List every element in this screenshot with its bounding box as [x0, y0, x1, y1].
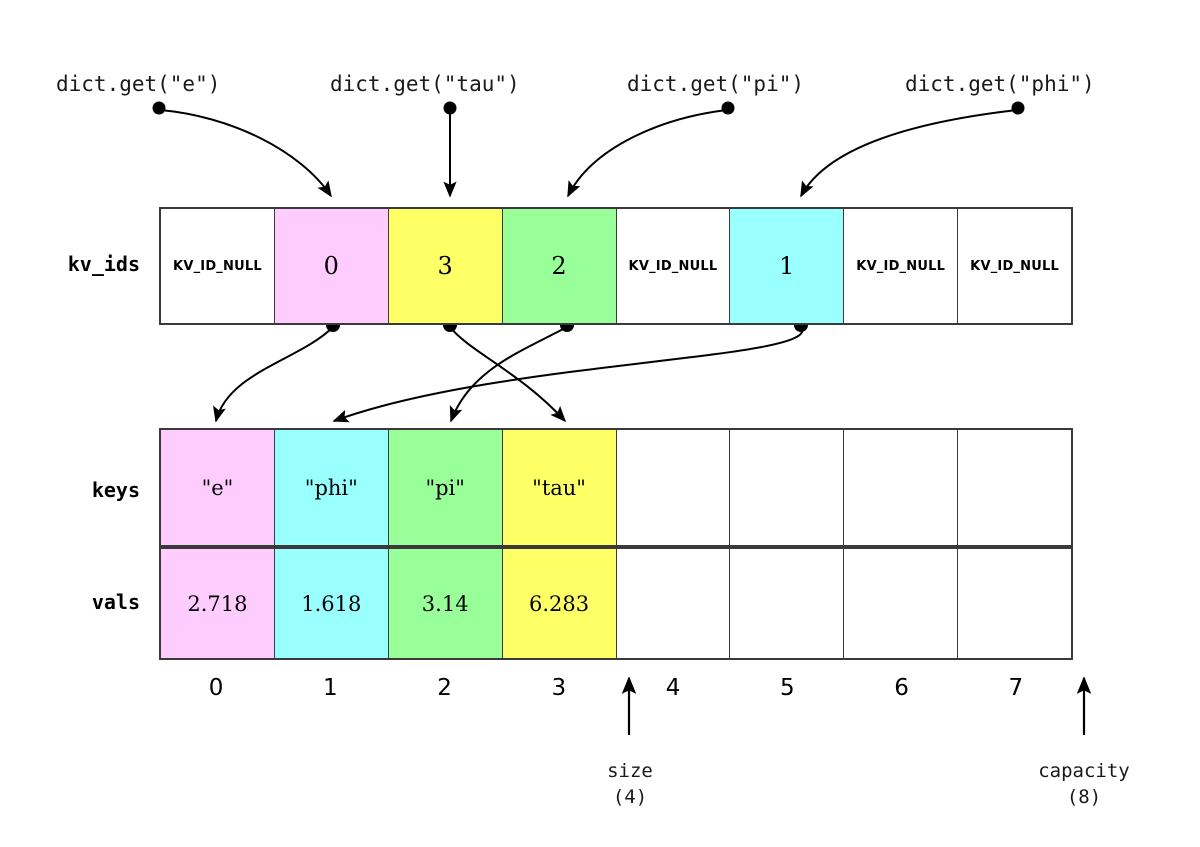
keys-cell-1: "phi" — [274, 430, 389, 545]
keys-cell-2-text: "pi" — [425, 475, 465, 500]
vals-cell-2: 3.14 — [388, 549, 503, 658]
call-label-get-tau: dict.get("tau") — [330, 72, 520, 96]
call-to-kvids-arrows — [159, 109, 1018, 198]
keys-cell-0: "e" — [161, 430, 275, 545]
dot-get-phi — [1011, 101, 1025, 115]
vals-cell-3-text: 6.283 — [529, 591, 590, 616]
vals-cell-6 — [844, 549, 959, 658]
vals-cell-5 — [730, 549, 845, 658]
vals-cell-2-text: 3.14 — [421, 591, 469, 616]
row-label-vals: vals — [91, 590, 140, 614]
dot-get-e — [152, 101, 166, 115]
dot-get-tau — [443, 101, 457, 115]
keys-cell-2: "pi" — [388, 430, 503, 545]
vals-cell-1-text: 1.618 — [301, 591, 362, 616]
keys-cell-5 — [730, 430, 845, 545]
keys-cell-1-text: "phi" — [304, 475, 358, 500]
call-label-get-phi: dict.get("phi") — [905, 72, 1095, 96]
dot-get-pi — [721, 101, 735, 115]
vals-cell-1: 1.618 — [274, 549, 389, 658]
keys-cell-3: "tau" — [502, 430, 617, 545]
arrow-kvid3-to-kv3 — [449, 326, 567, 423]
index-label-2: 2 — [437, 675, 452, 701]
kv_ids-cell-2-text: 3 — [437, 252, 453, 280]
kv_ids-cell-6: KV_ID_NULL — [844, 209, 959, 323]
kv_ids-cell-0-text: KV_ID_NULL — [173, 258, 262, 274]
keys-cell-3-text: "tau" — [532, 475, 586, 500]
call-site-dots — [152, 101, 1025, 115]
kv_ids-cell-4-text: KV_ID_NULL — [628, 258, 718, 274]
kv_ids-cell-2: 3 — [388, 209, 503, 323]
keys-cell-7 — [958, 430, 1071, 545]
index-label-7: 7 — [1008, 675, 1024, 701]
keys-array: "e" "phi" "pi" "tau" — [159, 428, 1073, 547]
index-label-0: 0 — [208, 675, 224, 701]
row-label-kv-ids: kv_ids — [67, 252, 140, 276]
index-label-6: 6 — [894, 675, 909, 701]
capacity-marker-label: capacity (8) — [1014, 758, 1154, 810]
kvids-to-keys-arrows — [213, 326, 804, 423]
arrow-get-pi — [567, 109, 728, 198]
size-marker-name: size — [607, 760, 653, 782]
vals-cell-3: 6.283 — [502, 549, 617, 658]
keys-cell-6 — [844, 430, 959, 545]
kv_ids-cell-4: KV_ID_NULL — [616, 209, 731, 323]
vals-array: 2.718 1.618 3.14 6.283 — [159, 547, 1073, 660]
kv_ids-cell-5-text: 1 — [779, 252, 795, 280]
arrow-get-e — [159, 109, 332, 198]
kv_ids-cell-5: 1 — [730, 209, 845, 323]
kv_ids-cell-3: 2 — [502, 209, 617, 323]
vals-cell-7 — [958, 549, 1071, 658]
arrow-kvid1-to-kv1 — [332, 326, 804, 423]
kv_ids-cell-3-text: 2 — [551, 252, 567, 280]
keys-cell-0-text: "e" — [201, 475, 234, 500]
kv_ids-cell-1-text: 0 — [323, 252, 339, 280]
index-label-3: 3 — [551, 675, 567, 701]
vals-cell-0-text: 2.718 — [187, 591, 248, 616]
kv_ids-cell-6-text: KV_ID_NULL — [856, 258, 946, 274]
index-label-5: 5 — [780, 675, 795, 701]
capacity-marker-value: (8) — [1066, 786, 1102, 808]
row-label-keys: keys — [91, 478, 140, 502]
kv-ids-array: KV_ID_NULL 0 3 2 KV_ID_NULL 1 KV_ID_NULL KV_ID_… — [159, 207, 1073, 325]
arrow-get-phi — [800, 109, 1018, 198]
size-marker-label: size (4) — [560, 758, 700, 810]
arrow-kvid2-to-kv2 — [449, 326, 568, 423]
capacity-marker-name: capacity — [1038, 760, 1130, 782]
arrow-kvid0-to-kv0 — [213, 326, 334, 423]
kv_ids-cell-1: 0 — [274, 209, 389, 323]
kv_ids-cell-7-text: KV_ID_NULL — [970, 258, 1059, 274]
index-label-4: 4 — [665, 675, 681, 701]
size-marker-value: (4) — [612, 786, 648, 808]
keys-cell-4 — [616, 430, 731, 545]
index-label-1: 1 — [323, 675, 338, 701]
vals-cell-4 — [616, 549, 731, 658]
call-label-get-pi: dict.get("pi") — [627, 72, 805, 96]
kv_ids-cell-0: KV_ID_NULL — [161, 209, 275, 323]
kv_ids-cell-7: KV_ID_NULL — [958, 209, 1071, 323]
call-label-get-e: dict.get("e") — [56, 72, 221, 96]
vals-cell-0: 2.718 — [161, 549, 275, 658]
index-axis: 0 1 2 3 4 5 6 7 — [159, 675, 1073, 701]
